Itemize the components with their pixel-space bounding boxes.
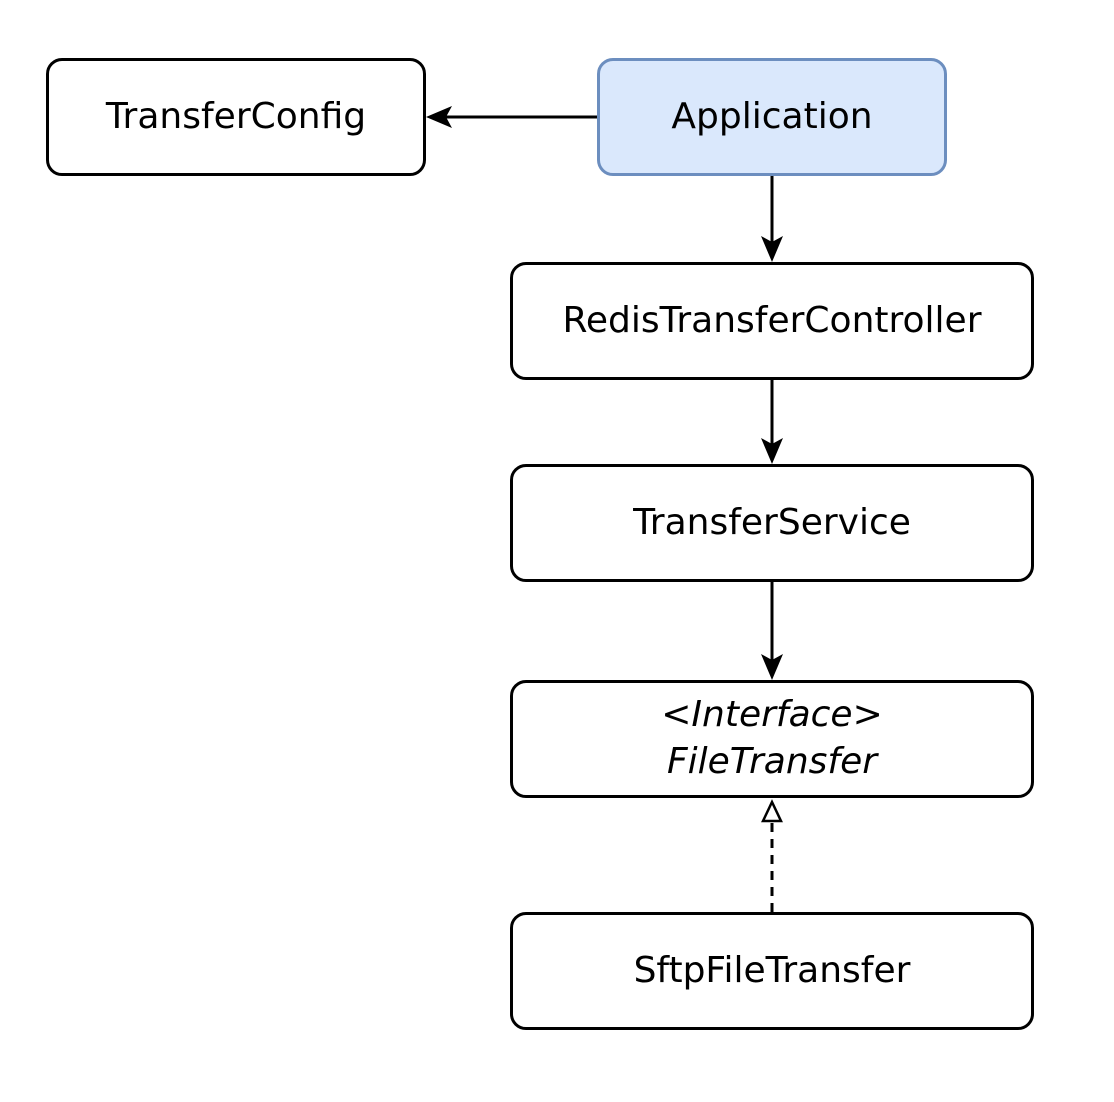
edge-application-to-transferconfig [426,106,597,128]
edge-service-to-interface [761,582,783,680]
transferconfig-node[interactable]: TransferConfig [46,58,426,176]
file-transfer-interface-node[interactable]: <Interface> FileTransfer [510,680,1034,798]
transfer-service-node[interactable]: TransferService [510,464,1034,582]
edge-sftp-realizes-interface [761,799,783,912]
transfer-service-label: TransferService [633,501,911,543]
interface-stereotype-label: <Interface> [661,694,883,736]
file-transfer-label: FileTransfer [666,741,878,782]
sftp-file-transfer-label: SftpFileTransfer [633,949,911,991]
arrowhead [426,106,452,128]
redis-transfer-controller-node[interactable]: RedisTransferController [510,262,1034,380]
edge-controller-to-service [761,380,783,464]
application-label: Application [671,95,873,137]
hollow-triangle-head [761,799,783,823]
application-node[interactable]: Application [597,58,947,176]
arrowhead [761,654,783,680]
sftp-file-transfer-node[interactable]: SftpFileTransfer [510,912,1034,1030]
edge-application-to-controller [761,176,783,262]
transferconfig-label: TransferConfig [105,95,367,137]
redis-transfer-controller-label: RedisTransferController [562,299,982,341]
arrowhead [761,236,783,262]
arrowhead [761,438,783,464]
